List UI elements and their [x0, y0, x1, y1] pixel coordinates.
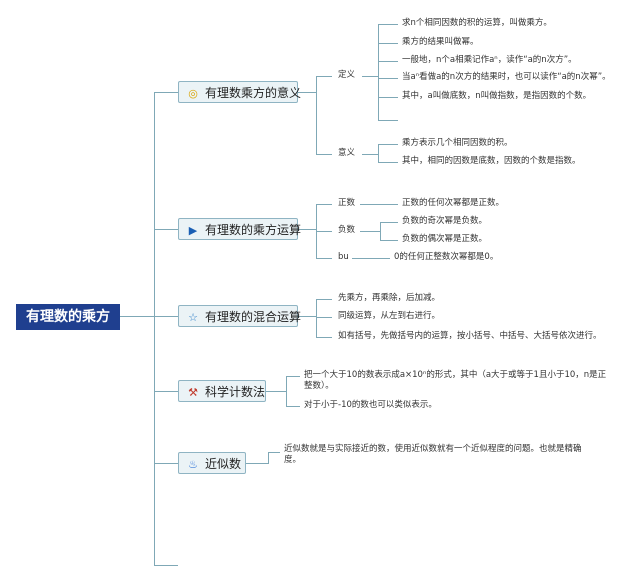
mixed-item[interactable]: 先乘方，再乘除，后加减。 [338, 293, 441, 303]
definition-item[interactable]: 当aⁿ看做a的n次方的结果时，也可以读作“a的n次幂”。 [402, 72, 611, 82]
hammer-icon: ⚒ [188, 386, 198, 399]
definition-item[interactable]: 求n个相同因数的积的运算，叫做乘方。 [402, 18, 552, 28]
topic-label: 近似数 [205, 457, 242, 471]
flag-icon: ▶ [188, 224, 198, 237]
significance-item[interactable]: 其中，相同的因数是底数，因数的个数是指数。 [402, 156, 581, 166]
scientific-item[interactable]: 对于小于-10的数也可以类似表示。 [304, 400, 437, 410]
flame-icon: ♨ [188, 458, 198, 471]
definition-label[interactable]: 定义 [338, 70, 356, 80]
zero-item[interactable]: 0的任何正整数次幂都是0。 [394, 252, 499, 262]
topic-label: 科学计数法 [205, 385, 266, 399]
approx-item[interactable]: 近似数就是与实际接近的数，使用近似数就有一个近似程度的问题。也就是精确度。 [284, 444, 582, 465]
root-topic[interactable]: 有理数的乘方 [16, 304, 120, 330]
scientific-item[interactable]: 把一个大于10的数表示成a×10ⁿ的形式，其中（a大于或等于1且小于10，n是正… [304, 370, 607, 391]
topic-meaning[interactable]: ◎ 有理数乘方的意义 [178, 81, 302, 103]
mixed-item[interactable]: 如有括号，先做括号内的运算，按小括号、中括号、大括号依次进行。 [338, 331, 602, 341]
lightbulb-icon: ◎ [188, 87, 198, 100]
topic-label: 有理数的混合运算 [205, 310, 302, 324]
topic-label: 有理数乘方的意义 [205, 86, 302, 100]
topic-approx[interactable]: ♨ 近似数 [178, 452, 246, 474]
star-icon: ☆ [188, 311, 198, 324]
negative-item[interactable]: 负数的奇次幂是负数。 [402, 216, 488, 226]
positive-item[interactable]: 正数的任何次幂都是正数。 [402, 198, 505, 208]
positive-label[interactable]: 正数 [338, 198, 356, 208]
zero-label[interactable]: bu [338, 252, 349, 262]
significance-item[interactable]: 乘方表示几个相同因数的积。 [402, 138, 513, 148]
definition-item[interactable]: 乘方的结果叫做幂。 [402, 37, 479, 47]
negative-item[interactable]: 负数的偶次幂是正数。 [402, 234, 488, 244]
definition-item[interactable]: 一般地，n个a相乘记作aⁿ，读作“a的n次方”。 [402, 55, 577, 65]
topic-mixed[interactable]: ☆ 有理数的混合运算 [178, 305, 302, 327]
definition-item[interactable]: 其中，a叫做底数，n叫做指数，是指因数的个数。 [402, 91, 592, 101]
topic-scientific[interactable]: ⚒ 科学计数法 [178, 380, 266, 402]
topic-operation[interactable]: ▶ 有理数的乘方运算 [178, 218, 302, 240]
mixed-item[interactable]: 同级运算，从左到右进行。 [338, 311, 441, 321]
significance-label[interactable]: 意义 [338, 148, 356, 158]
topic-label: 有理数的乘方运算 [205, 223, 302, 237]
negative-label[interactable]: 负数 [338, 225, 356, 235]
